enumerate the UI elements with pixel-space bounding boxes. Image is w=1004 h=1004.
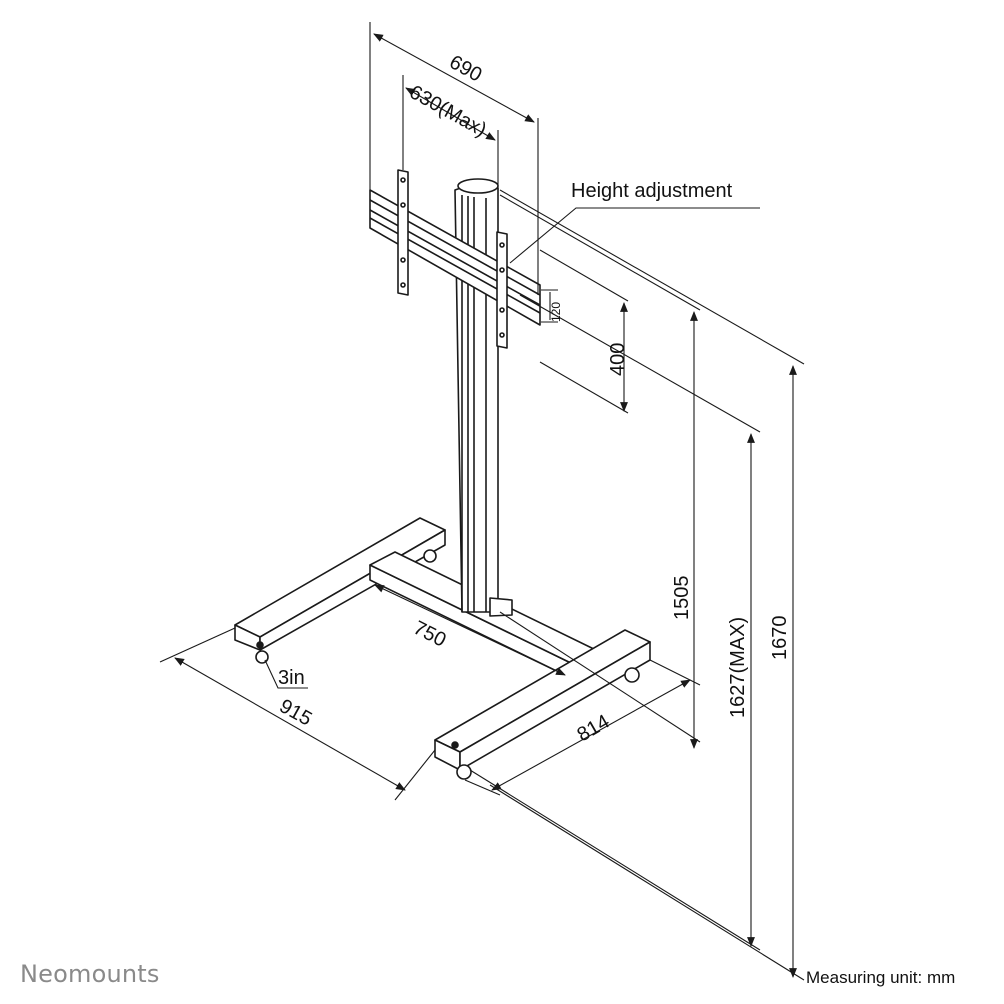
stand [234,169,651,780]
dim-1505-label: 1505 [671,576,693,621]
dim-120-label: 120 [549,302,563,322]
dim-1627-label: 1627(MAX) [727,617,749,718]
caster-size-label: 3in [278,667,305,689]
mount-rails [369,169,541,349]
dim-400-label: 400 [607,343,629,376]
dim-750-label: 750 [410,617,450,652]
dim-1670-label: 1670 [769,616,791,661]
measuring-unit-note: Measuring unit: mm [806,968,956,987]
height-adjustment-label: Height adjustment [571,180,733,202]
dim-690-label: 690 [446,51,486,86]
dim-915-label: 915 [276,695,316,730]
dimension-lines [159,22,805,981]
dim-630-label: 630(Max) [406,81,491,141]
brand-logo: Neomounts [20,960,160,988]
